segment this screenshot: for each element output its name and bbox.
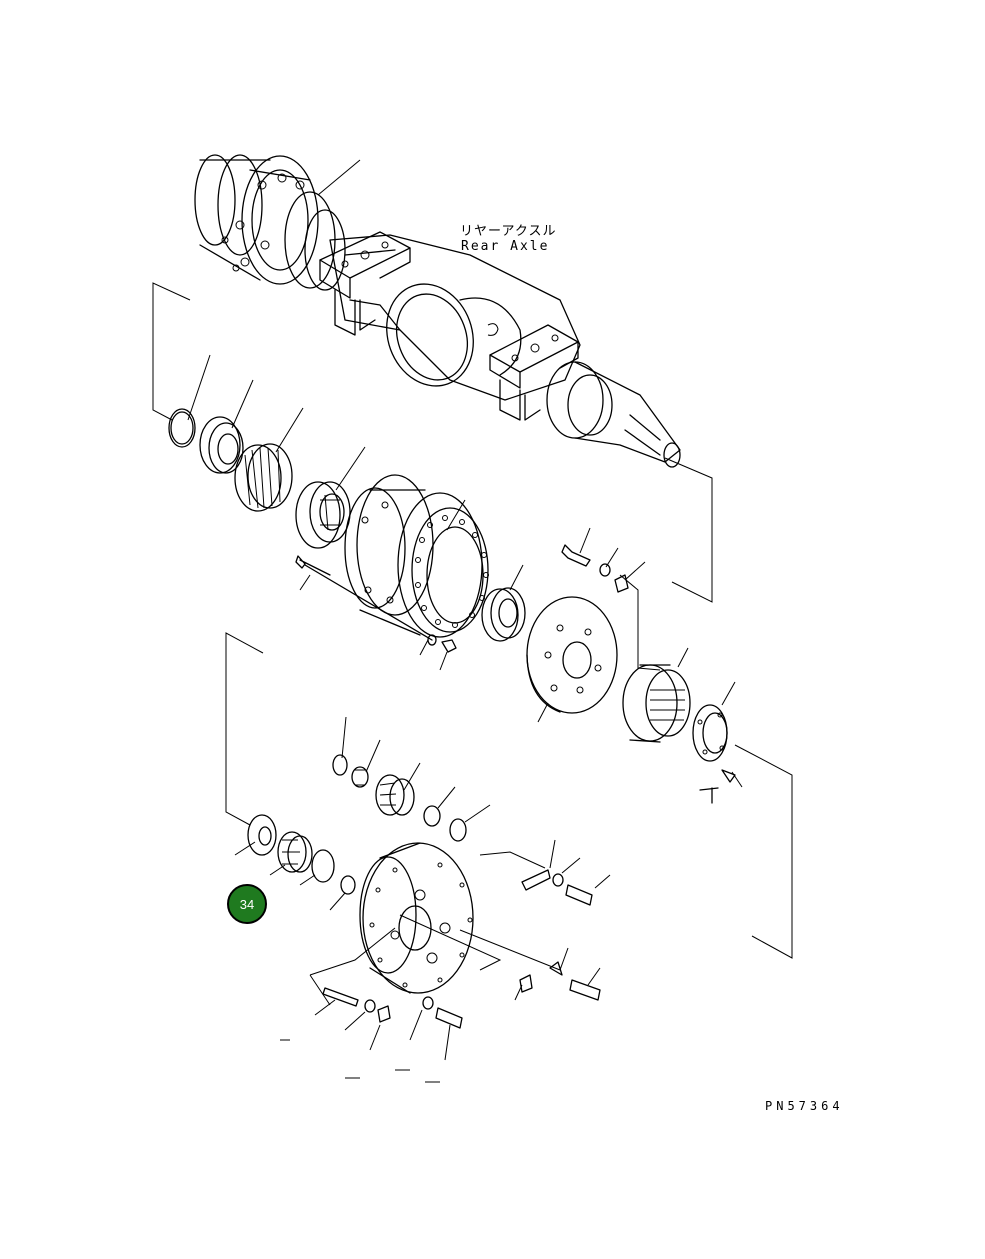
planet-carrier-part xyxy=(359,842,474,994)
bearing-cup-part xyxy=(295,481,341,549)
rear-axle-label-japanese: リヤーアクスル xyxy=(460,224,557,239)
sun-gear-part xyxy=(277,831,307,873)
callout-badge-button[interactable]: 34 xyxy=(227,884,267,924)
grouping-brackets xyxy=(152,282,793,1006)
leader-lines xyxy=(187,159,743,1061)
brake-plate-part xyxy=(526,596,618,714)
oil-seal-part xyxy=(199,416,241,474)
upper-parts xyxy=(168,408,736,804)
ring-gear-part xyxy=(622,664,691,743)
lower-parts xyxy=(247,754,601,1083)
wheel-hub-part xyxy=(344,474,489,638)
bearing-cage-part xyxy=(234,444,282,512)
planet-pinion-part xyxy=(375,774,405,816)
inner-bearing-part xyxy=(481,588,519,642)
o-ring-part xyxy=(168,408,196,448)
rear-axle-label-english: Rear Axle xyxy=(461,239,550,254)
rear-axle-housing xyxy=(194,154,681,468)
drawing-number: PN57364 xyxy=(765,1099,844,1113)
